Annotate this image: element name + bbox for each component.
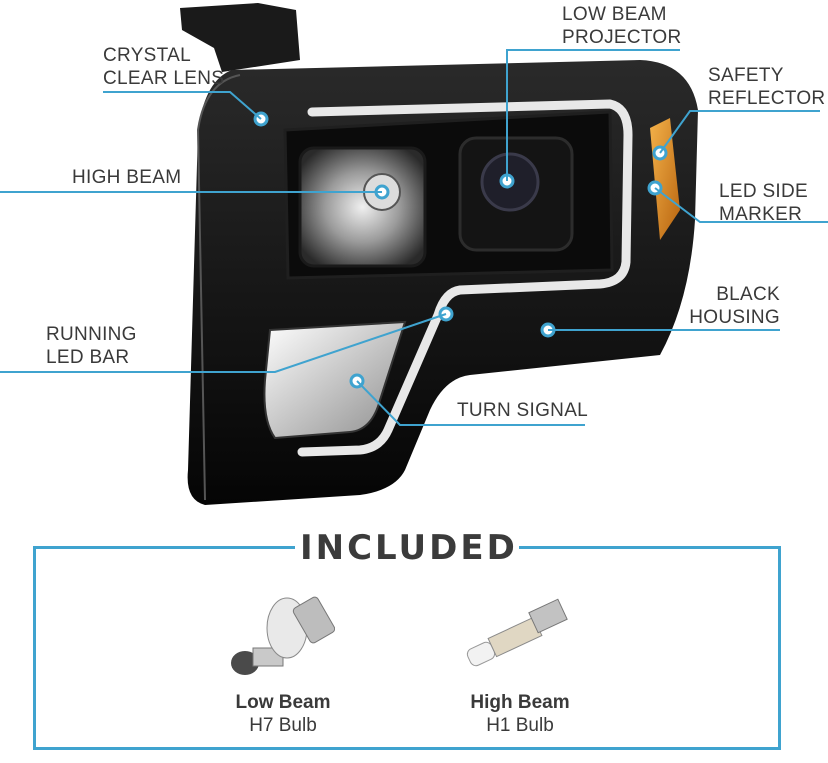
included-box-top-right: [519, 546, 781, 549]
h1-bulb-image: [466, 598, 568, 667]
callout-high-beam: HIGH BEAM: [72, 167, 182, 188]
included-title: INCLUDED: [300, 528, 518, 568]
bulb-high-beam-type: H1 Bulb: [486, 715, 554, 736]
included-box-top-left: [33, 546, 295, 549]
bulb-low-beam-type: H7 Bulb: [249, 715, 317, 736]
callout-turn-signal: TURN SIGNAL: [457, 400, 589, 421]
bulb-low-beam-name: Low Beam: [235, 692, 331, 713]
bulb-high-beam-name: High Beam: [470, 692, 570, 713]
included-box: [33, 548, 781, 750]
h7-bulb-image: [231, 596, 335, 675]
